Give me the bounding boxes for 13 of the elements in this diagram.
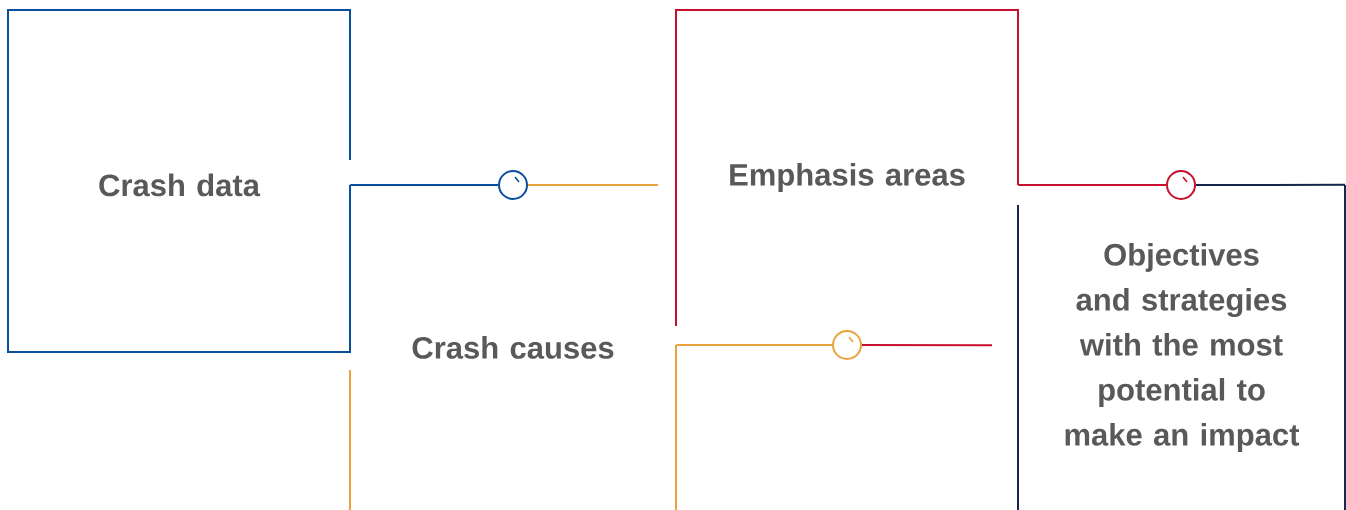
flow-box: Crash data: [7, 9, 351, 353]
connector: [349, 184, 499, 186]
flow-box: Emphasis areas: [675, 9, 1019, 327]
circle-marker: [498, 170, 528, 200]
connector: [527, 184, 659, 186]
circle-marker: [832, 330, 862, 360]
connector: [675, 344, 833, 346]
connector: [1195, 183, 1346, 186]
connector: [1017, 184, 1167, 186]
flow-box: Crash causes: [349, 336, 677, 510]
circle-marker: [1166, 170, 1196, 200]
connector: [861, 344, 993, 347]
flow-box: Objectives and strategies with the most potential to make an impact: [1017, 184, 1346, 510]
